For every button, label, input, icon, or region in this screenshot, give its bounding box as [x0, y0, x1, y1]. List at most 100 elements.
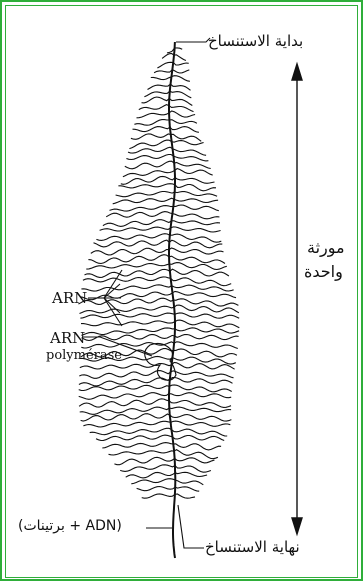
rna-strand: [110, 206, 174, 212]
rna-strand: [83, 277, 171, 282]
rna-strand: [120, 465, 175, 472]
rna-strand: [170, 415, 232, 422]
rna-strand: [128, 147, 173, 153]
rna-strand: [173, 444, 221, 450]
rna-strand: [81, 328, 175, 336]
rna-strand: [81, 285, 171, 291]
rna-strand: [174, 342, 238, 349]
label-adn-proteins: (ADN + برتينات): [18, 518, 122, 534]
rna-strand: [79, 399, 169, 407]
rna-strand: [79, 385, 170, 390]
rna-strand: [85, 269, 170, 277]
rna-strand: [169, 263, 227, 270]
rna-strand: [131, 479, 175, 484]
rna-strand: [175, 458, 215, 463]
rna-strand: [175, 466, 211, 473]
rna-strand: [169, 111, 195, 117]
rna-strand: [172, 214, 219, 219]
rna-strand: [113, 198, 174, 204]
rna-strand: [175, 328, 239, 333]
rna-strand: [169, 407, 231, 412]
rna-strand: [80, 407, 170, 414]
rna-strand: [123, 170, 175, 176]
rna-strand: [109, 451, 175, 455]
rna-strand: [170, 234, 222, 242]
rna-strand: [170, 269, 229, 276]
rna-strand: [102, 443, 173, 448]
rna-strand: [91, 248, 169, 255]
rna-strand: [137, 487, 176, 491]
rna-strand: [79, 378, 170, 386]
rna-strand: [175, 480, 203, 485]
gene-length-arrow: [292, 64, 302, 534]
label-arn-polymerase-line1: ARN: [50, 329, 85, 347]
rna-strand: [173, 149, 207, 156]
rna-strand: [171, 84, 191, 90]
rna-strand: [126, 155, 173, 160]
rna-strand: [170, 91, 192, 98]
rna-strand: [172, 70, 189, 73]
rna-strand: [173, 357, 236, 364]
rna-strand: [169, 98, 192, 105]
rna-strand: [171, 227, 221, 232]
rna-strand: [175, 192, 218, 197]
rna-strand: [134, 120, 169, 126]
rna-strand: [144, 91, 169, 97]
rna-strand: [81, 321, 175, 326]
rna-strand: [172, 436, 224, 441]
rna-strand: [171, 134, 202, 141]
rna-strand: [118, 184, 175, 188]
rna-strand: [173, 62, 189, 65]
rna-strand: [121, 176, 175, 184]
rna-strand: [154, 70, 172, 73]
rna-strand: [174, 305, 239, 313]
label-one-gene-line2: واحدة: [304, 262, 343, 281]
label-transcription-end: نهاية الاستنساخ: [205, 538, 300, 556]
rna-strand: [157, 62, 173, 68]
rna-strand: [173, 291, 237, 297]
rna-strand: [172, 141, 204, 145]
rna-strand: [172, 429, 228, 436]
label-arn-polymerase-line2: polymérase: [46, 348, 122, 363]
rna-strand: [169, 248, 224, 254]
rna-strand: [173, 299, 238, 306]
rna-strand: [169, 106, 194, 112]
rna-strand: [175, 178, 215, 184]
rna-strand: [133, 127, 170, 132]
rna-strand: [175, 320, 239, 328]
rna-strand: [175, 185, 216, 191]
rna-strand: [86, 264, 169, 270]
rna-strand: [169, 120, 197, 124]
rna-strand: [79, 393, 169, 400]
rna-strand: [116, 192, 175, 197]
rna-strand: [172, 363, 235, 370]
rna-strand: [175, 335, 239, 340]
label-transcription-start: بداية الاستنساخ: [208, 32, 303, 50]
rna-strand: [170, 127, 199, 133]
rna-strand: [175, 313, 240, 318]
rna-strand: [80, 313, 174, 318]
rna-strand: [170, 378, 233, 384]
rna-strand: [175, 487, 199, 491]
rna-strand: [142, 97, 170, 103]
rna-strand: [171, 421, 231, 426]
rna-strand: [174, 163, 211, 169]
rna-strand: [88, 255, 169, 264]
rna-strand: [125, 161, 174, 169]
rna-strand: [100, 227, 171, 231]
rna-strand: [175, 494, 195, 498]
rna-strand: [126, 472, 175, 478]
rna-strand: [173, 156, 208, 161]
rna-strand: [142, 494, 175, 498]
rna-strand: [139, 105, 169, 110]
label-arn: ARN: [52, 289, 87, 307]
rna-strand: [175, 48, 183, 49]
rna-strand: [80, 306, 175, 313]
rna-strand: [131, 134, 171, 139]
rna-strand: [162, 54, 174, 59]
rna-strand: [174, 55, 186, 61]
rna-strand: [103, 220, 172, 227]
rna-strand: [169, 401, 231, 408]
rna-strand: [106, 212, 172, 218]
rna-strand: [171, 278, 232, 286]
